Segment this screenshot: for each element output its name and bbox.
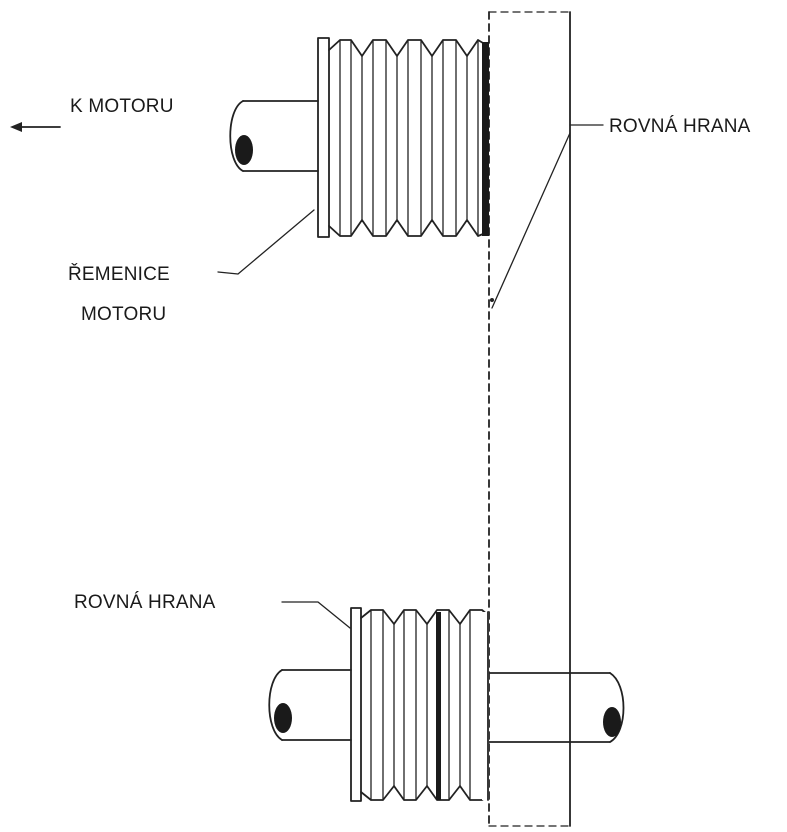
driven-pulley <box>350 607 489 802</box>
leader-straight-edge-top <box>490 124 604 309</box>
motor-pulley <box>317 37 489 238</box>
direction-arrow <box>10 122 61 132</box>
driven-shaft <box>268 669 625 743</box>
leader-straight-edge-bottom <box>281 601 351 629</box>
to-motor-label: K MOTORU <box>70 96 174 117</box>
motor-pulley-label-line2: MOTORU <box>81 304 166 325</box>
leader-motor-pulley <box>217 209 315 275</box>
straight-edge-top-label: ROVNÁ HRANA <box>609 116 751 137</box>
straight-edge-bottom-label: ROVNÁ HRANA <box>74 592 216 613</box>
arrow-left-icon <box>10 122 22 132</box>
motor-shaft <box>229 100 319 172</box>
straight-edge-bar <box>488 11 571 827</box>
motor-pulley-label-line1: ŘEMENICE <box>68 263 170 285</box>
